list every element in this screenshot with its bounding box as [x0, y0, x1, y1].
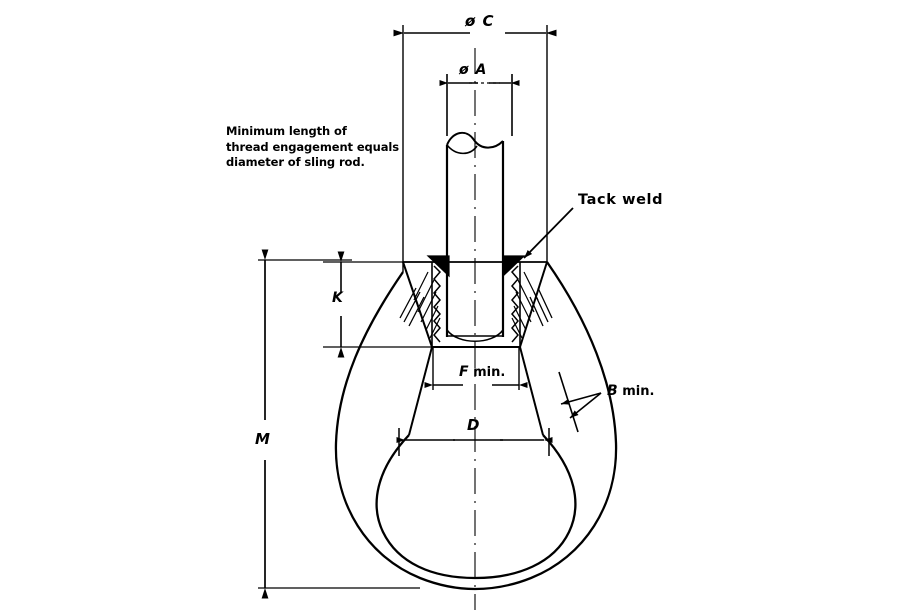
b-leader-inner	[569, 392, 602, 419]
tack-weld-fillet-right	[502, 255, 526, 278]
inner-bore-arc-right	[474, 434, 577, 580]
inner-bore-arc-left	[375, 434, 476, 580]
dimension-label-d: D	[467, 416, 480, 434]
dimension-label-k: K	[332, 290, 343, 306]
annotation-label-tack-weld: Tack weld	[578, 192, 664, 208]
dimension-label-b-min: B min.	[607, 383, 654, 399]
detail-hatch-outer-right	[529, 287, 553, 327]
thread-engagement-note: Minimum length of thread engagement equa…	[226, 124, 416, 171]
rod-break-inner	[446, 144, 478, 155]
rod-break-symbol	[446, 131, 504, 149]
f-symbol: F	[459, 364, 469, 380]
dim-f-min	[424, 348, 528, 390]
dim-phi-c	[393, 25, 557, 272]
sling-rod	[445, 131, 505, 262]
eye-bail-body	[334, 261, 618, 591]
note-line-2: thread engagement equals	[226, 139, 399, 154]
boss-left-flank-inner	[402, 261, 433, 348]
dim-phi-a	[439, 74, 520, 136]
dimension-label-phi-c: ø C	[465, 12, 495, 30]
rod-end-chamfer-arc	[446, 329, 504, 342]
dimension-label-f-min: F min.	[459, 364, 505, 380]
outer-silhouette-right	[474, 261, 618, 591]
tack-weld-leader-line	[523, 207, 574, 259]
dimension-label-m: M	[255, 430, 270, 448]
tack-weld-fillet-left	[426, 255, 450, 278]
section-hatch-left	[413, 271, 441, 339]
b-leader-outer	[560, 392, 602, 405]
boss-left-flank-lower	[408, 346, 433, 436]
dim-m	[258, 249, 420, 599]
dim-k	[323, 251, 440, 358]
f-unit: min.	[468, 365, 506, 380]
thread-profile-right	[510, 265, 519, 343]
b-unit: min.	[617, 384, 655, 399]
tack-weld-group	[426, 207, 574, 278]
thread-profile-left	[433, 265, 442, 343]
dim-b-min	[558, 371, 602, 433]
dim-d	[396, 428, 553, 456]
outer-silhouette-left	[334, 271, 476, 591]
b-cross-tick	[558, 371, 579, 433]
thread-bore-section	[399, 262, 553, 347]
note-line-3: diameter of sling rod.	[226, 155, 365, 169]
boss-right-flank-lower	[519, 346, 544, 436]
detail-hatch-outer-left	[399, 287, 425, 327]
dimension-label-phi-a: ø A	[459, 62, 488, 78]
b-symbol: B	[607, 383, 618, 399]
note-line-1: Minimum length of	[226, 124, 347, 138]
